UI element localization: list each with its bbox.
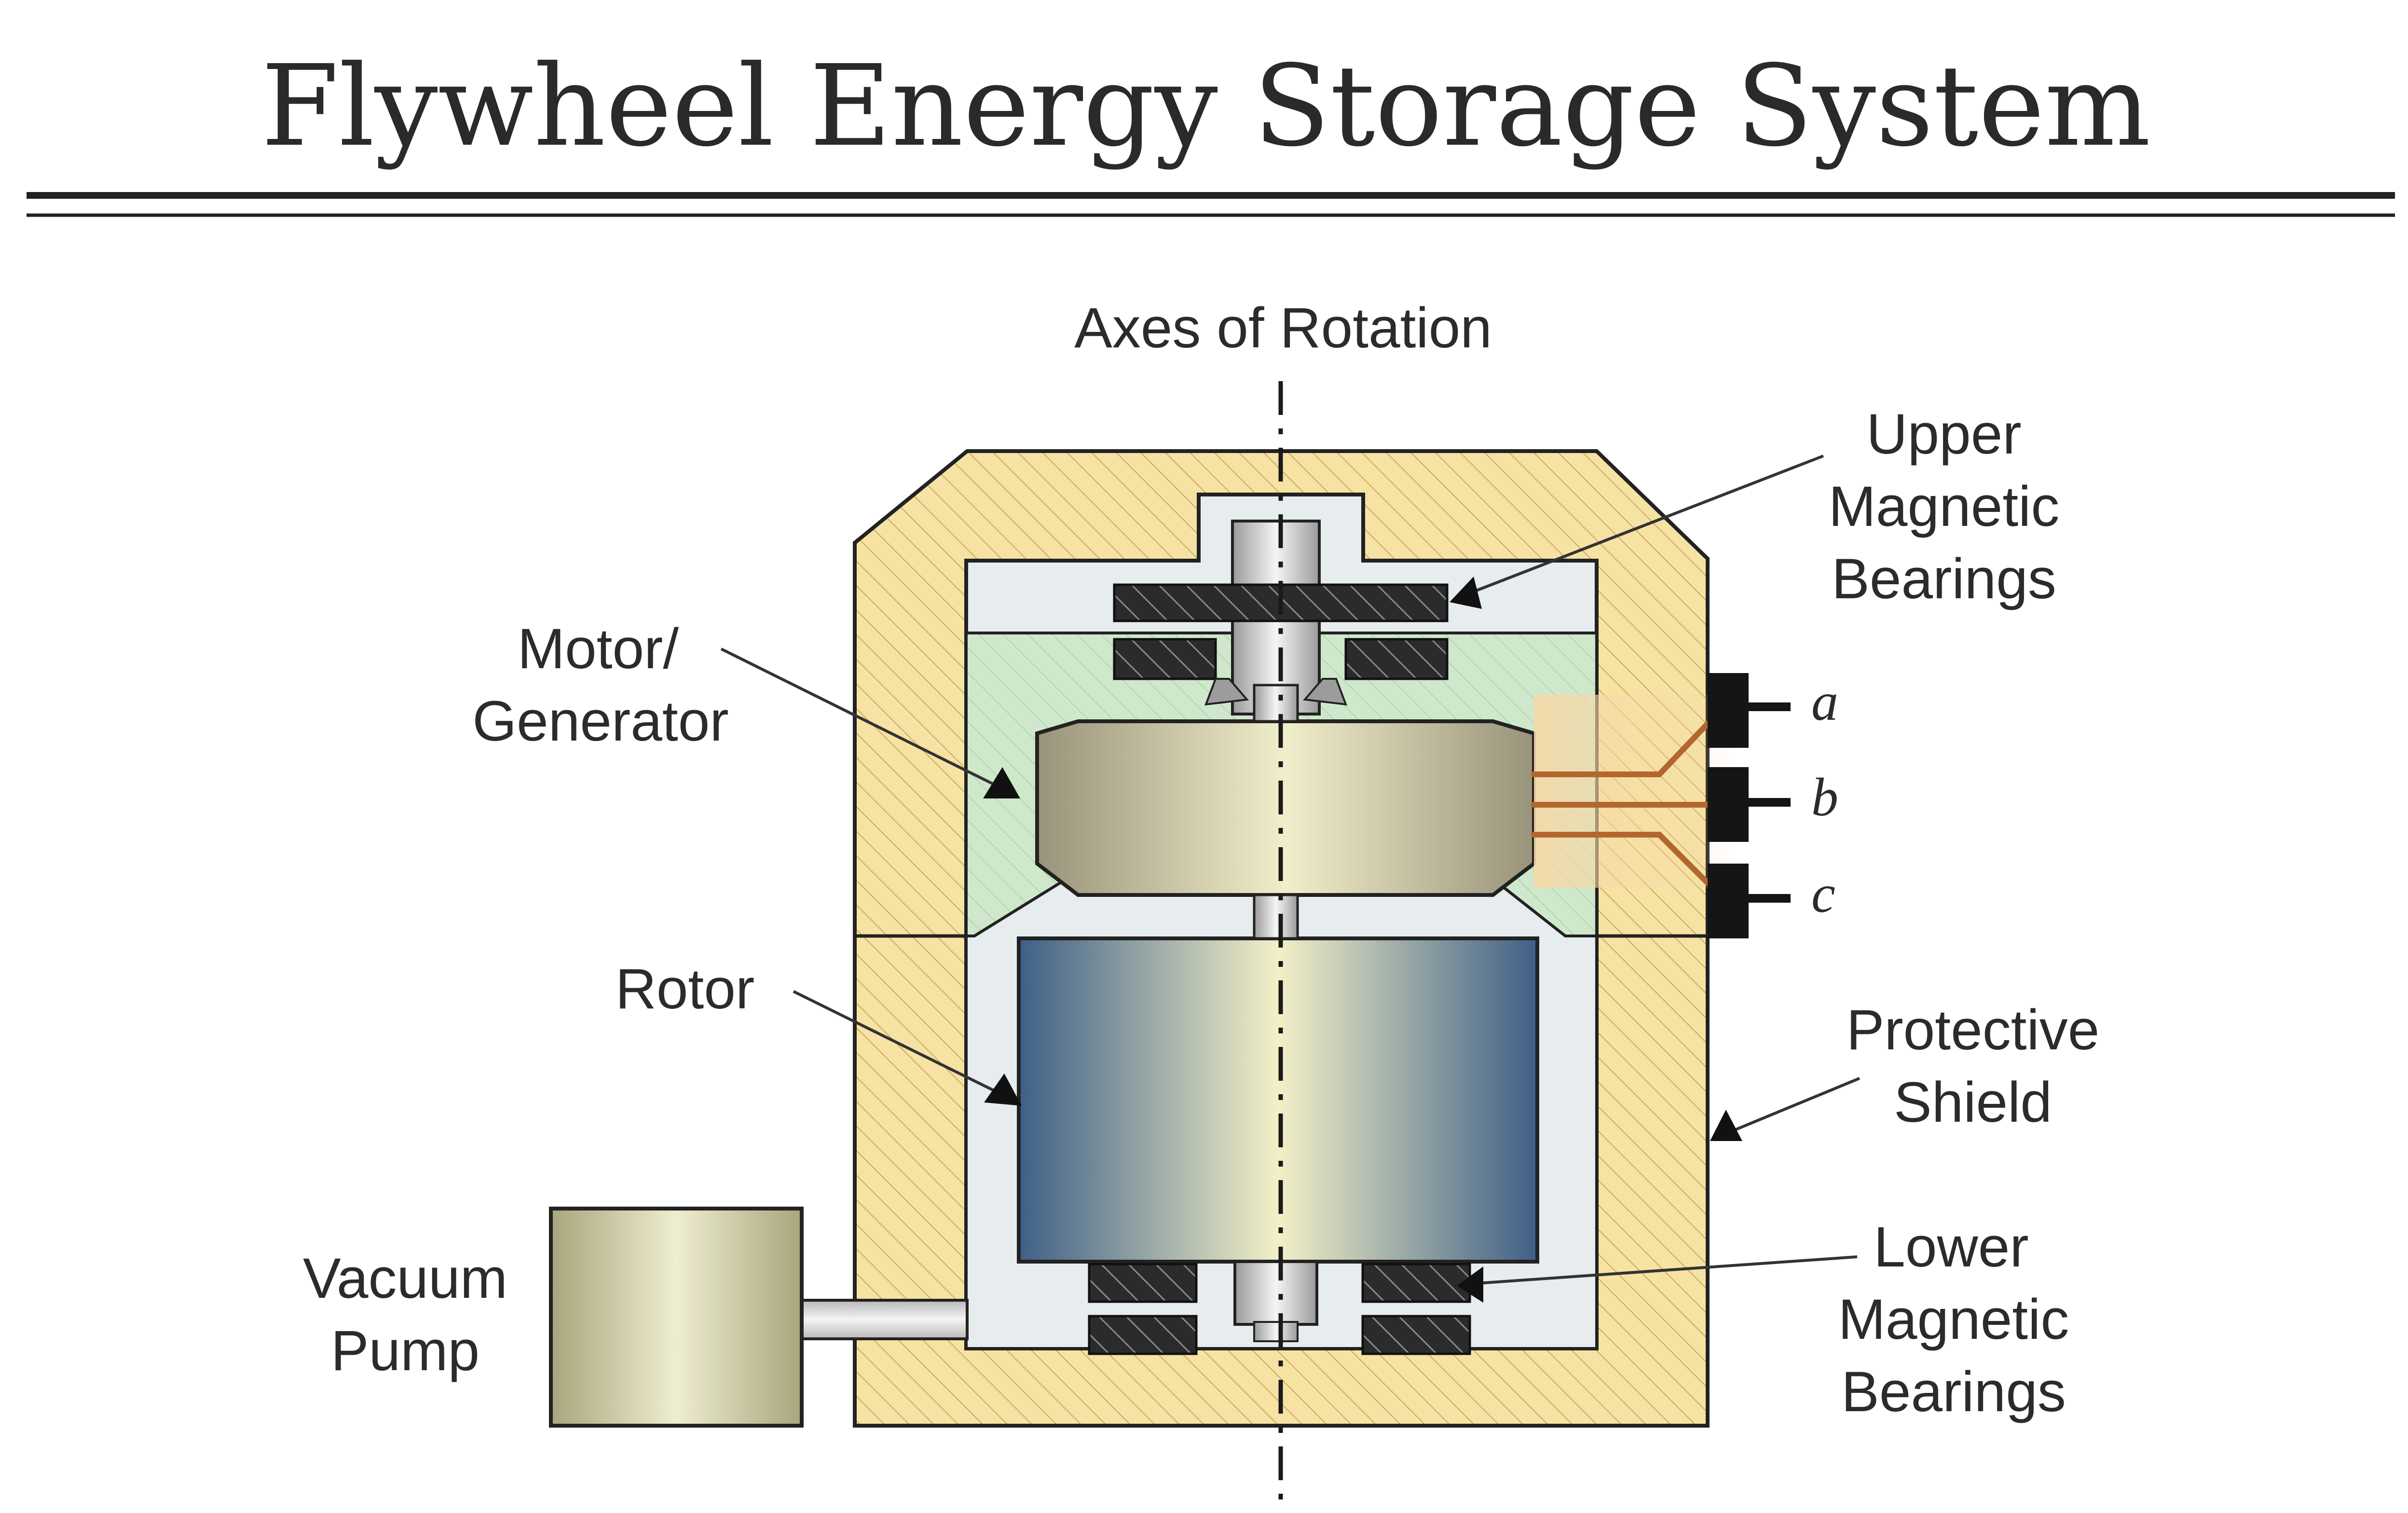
vacuum-pump-body bbox=[549, 1207, 804, 1428]
vacuum-pipe bbox=[799, 1299, 969, 1340]
svg-text:Magnetic: Magnetic bbox=[1838, 1288, 2069, 1351]
lower-magnetic-bearings-label: Lower Magnetic Bearings bbox=[1838, 1215, 2069, 1424]
protective-shield-label: Protective Shield bbox=[1847, 998, 2100, 1134]
leader-arrowheads bbox=[983, 577, 1742, 1303]
phase-label-b: b bbox=[1811, 768, 1838, 827]
svg-text:Magnetic: Magnetic bbox=[1829, 475, 2060, 538]
leader-lines bbox=[720, 454, 1861, 1285]
shaft-neck-lower bbox=[1253, 1321, 1299, 1342]
motor-generator-label: Motor/ Generator bbox=[472, 617, 728, 753]
terminal-b-block bbox=[1708, 767, 1749, 842]
svg-text:Pump: Pump bbox=[331, 1319, 479, 1383]
lower-bearing-lower-left bbox=[1088, 1315, 1198, 1355]
motor-generator-body bbox=[1035, 719, 1536, 897]
phase-label-c: c bbox=[1811, 864, 1835, 924]
terminal-a-block bbox=[1708, 673, 1749, 748]
upper-bearing-flare-right bbox=[1303, 678, 1348, 706]
svg-text:Vacuum: Vacuum bbox=[303, 1247, 507, 1310]
page-title: Flywheel Energy Storage System bbox=[261, 41, 2150, 171]
lower-bearing-upper-left bbox=[1088, 1263, 1198, 1303]
rotor-label: Rotor bbox=[616, 957, 755, 1021]
svg-text:Bearings: Bearings bbox=[1832, 547, 2056, 611]
lower-bearing-upper-right bbox=[1361, 1263, 1471, 1303]
svg-text:Motor/: Motor/ bbox=[518, 617, 679, 681]
shaft-neck-upper bbox=[1253, 684, 1299, 723]
svg-text:Generator: Generator bbox=[472, 689, 728, 753]
upper-bearing-right bbox=[1344, 638, 1449, 680]
upper-bearing-left bbox=[1113, 638, 1217, 680]
vacuum-pump-label: Vacuum Pump bbox=[303, 1247, 507, 1383]
lower-shaft bbox=[1233, 1260, 1318, 1326]
axis-of-rotation-label: Axes of Rotation bbox=[1074, 296, 1492, 360]
lower-bearing-lower-right bbox=[1361, 1315, 1471, 1355]
svg-text:Lower: Lower bbox=[1874, 1215, 2028, 1279]
upper-bearing-flare-left bbox=[1204, 678, 1249, 706]
svg-text:Upper: Upper bbox=[1866, 402, 2021, 466]
svg-text:Protective: Protective bbox=[1847, 998, 2100, 1062]
svg-text:Bearings: Bearings bbox=[1841, 1360, 2066, 1424]
terminal-c-block bbox=[1708, 864, 1749, 938]
phase-label-a: a bbox=[1811, 672, 1838, 732]
rotor-body bbox=[1017, 936, 1539, 1264]
upper-magnetic-bearings-label: Upper Magnetic Bearings bbox=[1829, 402, 2060, 611]
svg-text:Shield: Shield bbox=[1894, 1071, 2052, 1134]
shaft-neck-middle bbox=[1253, 894, 1299, 940]
